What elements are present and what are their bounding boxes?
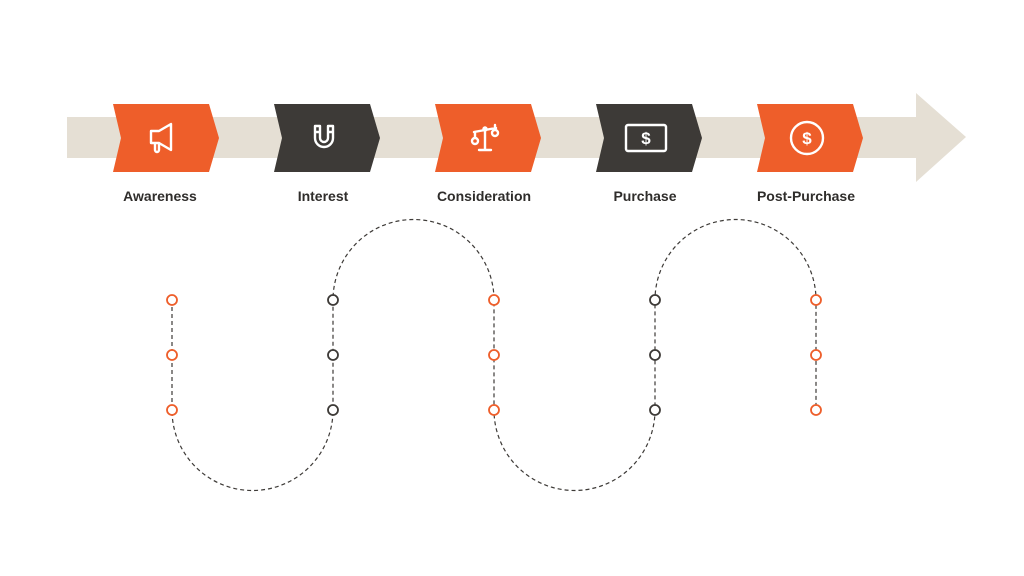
journey-node	[649, 349, 661, 361]
svg-text:$: $	[641, 129, 651, 148]
megaphone-icon	[149, 122, 173, 154]
stage-label: Awareness	[123, 188, 197, 204]
stage-label: Post-Purchase	[756, 188, 856, 204]
journey-node	[810, 349, 822, 361]
cash-bill-icon: $	[624, 123, 668, 153]
journey-node	[488, 294, 500, 306]
journey-node	[327, 294, 339, 306]
stage-label: Consideration	[436, 188, 532, 204]
journey-node	[327, 349, 339, 361]
journey-node	[327, 404, 339, 416]
journey-node	[649, 404, 661, 416]
journey-node	[488, 404, 500, 416]
journey-node	[810, 404, 822, 416]
magnet-icon	[313, 124, 335, 149]
scale-icon	[470, 123, 500, 152]
stage-chevron-interest	[274, 104, 380, 172]
journey-node	[166, 294, 178, 306]
stage-chevron-consideration	[435, 104, 541, 172]
journey-node	[810, 294, 822, 306]
journey-node	[166, 404, 178, 416]
stage-chevron-post-purchase: $	[757, 104, 863, 172]
svg-text:$: $	[802, 129, 812, 148]
stage-label: Interest	[297, 188, 349, 204]
stage-label: Purchase	[613, 188, 677, 204]
journey-node	[166, 349, 178, 361]
coin-dollar-icon: $	[789, 120, 825, 156]
journey-node	[649, 294, 661, 306]
stage-chevron-purchase: $	[596, 104, 702, 172]
journey-node	[488, 349, 500, 361]
stage-chevron-awareness	[113, 104, 219, 172]
